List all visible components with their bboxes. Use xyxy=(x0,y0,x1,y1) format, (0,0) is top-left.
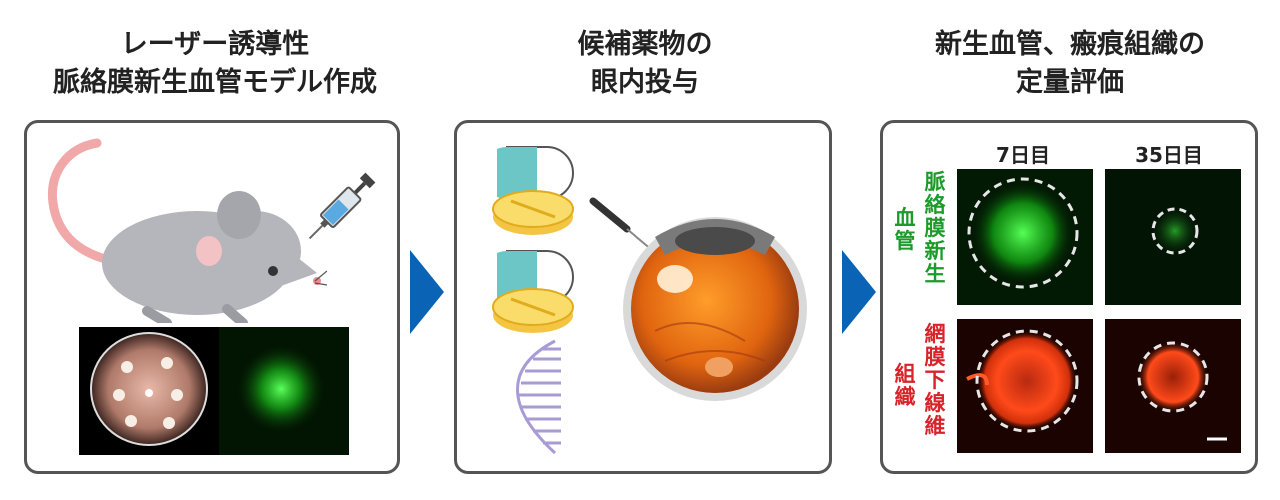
step3-panel: 7日目 35日目 血管 脈絡膜新生 組織 網膜下線維 xyxy=(880,120,1258,474)
row-group-label-vessel: 血管 xyxy=(894,206,916,253)
tablet-icon xyxy=(492,190,574,235)
mouse-illustration xyxy=(47,138,327,323)
fundus-photo xyxy=(79,327,219,455)
step1-title: レーザー誘導性 脈絡膜新生血管モデル作成 xyxy=(20,26,410,102)
step1-panel xyxy=(24,120,400,474)
tablet-icon-2 xyxy=(492,288,574,333)
step1-title-line2: 脈絡膜新生血管モデル作成 xyxy=(53,67,377,98)
step2-title-line2: 眼内投与 xyxy=(591,67,699,98)
syringe-icon xyxy=(308,172,376,240)
day-label-7: 7日目 xyxy=(996,143,1050,167)
step2-title-line1: 候補薬物の xyxy=(577,29,713,60)
fibrosis-day7-image xyxy=(957,319,1093,453)
day-label-35: 35日目 xyxy=(1135,143,1203,167)
step3-title-line2: 定量評価 xyxy=(1016,67,1124,98)
step2-panel xyxy=(454,120,832,474)
cnv-day35-image xyxy=(1105,169,1241,305)
flow-arrow-2 xyxy=(842,250,876,334)
row-group-label-tissue: 組織 xyxy=(894,362,916,409)
cnv-fluorescence-photo xyxy=(219,327,349,455)
row-sublabel-fibrosis: 網膜下線維 xyxy=(924,322,946,438)
step2-title: 候補薬物の 眼内投与 xyxy=(455,26,835,102)
row-sublabel-cnv: 脈絡膜新生 xyxy=(924,170,946,286)
step3-title-line1: 新生血管、瘢痕組織の xyxy=(935,29,1205,60)
fibrosis-day35-image xyxy=(1105,319,1241,453)
step1-title-line1: レーザー誘導性 xyxy=(120,29,310,60)
step3-title: 新生血管、瘢痕組織の 定量評価 xyxy=(880,26,1260,102)
flow-arrow-1 xyxy=(410,250,444,334)
eyeball-illustration xyxy=(623,217,807,401)
dna-strand-icon xyxy=(516,339,561,455)
cnv-day7-image xyxy=(957,169,1093,305)
